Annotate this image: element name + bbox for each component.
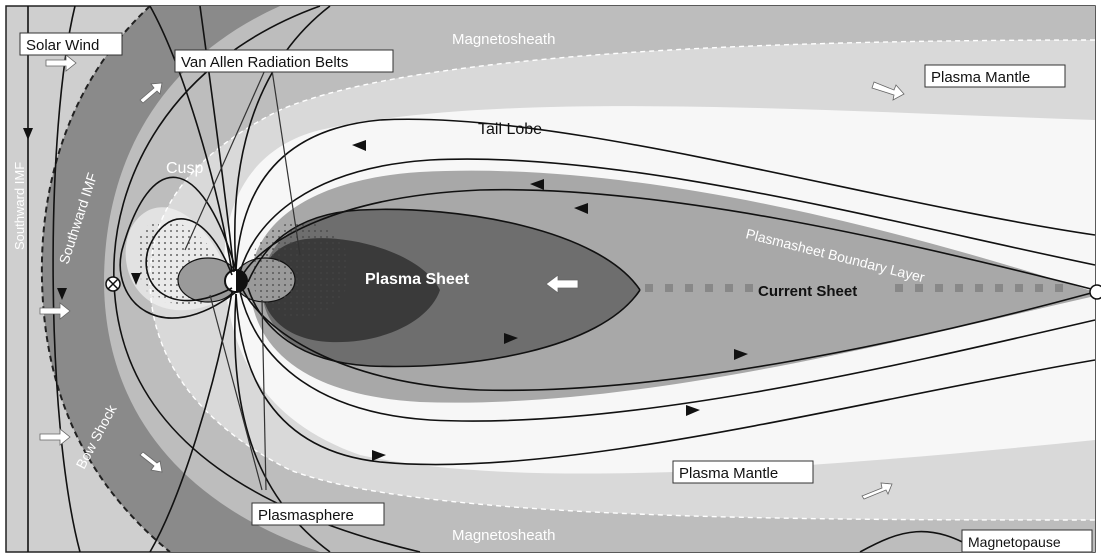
magnetopause-label: Magnetopause bbox=[968, 534, 1061, 550]
current-sheet-label: Current Sheet bbox=[758, 283, 857, 300]
plasma-mantle-bottom-label: Plasma Mantle bbox=[679, 465, 778, 482]
magnetosheath-bottom-label: Magnetosheath bbox=[452, 527, 555, 544]
plasmasphere-label: Plasmasphere bbox=[258, 507, 354, 524]
van-allen-label: Van Allen Radiation Belts bbox=[181, 54, 348, 71]
neutral-point-tail bbox=[1090, 285, 1101, 299]
tail-lobe-label: Tail Lobe bbox=[478, 121, 542, 138]
radiation-belt-right bbox=[250, 222, 350, 318]
southward-imf-left-label: Southward IMF bbox=[12, 162, 27, 250]
magnetosheath-top-label: Magnetosheath bbox=[452, 31, 555, 48]
plasma-mantle-top-label: Plasma Mantle bbox=[931, 69, 1030, 86]
plasma-sheet-label: Plasma Sheet bbox=[365, 271, 470, 288]
solar-wind-label: Solar Wind bbox=[26, 37, 99, 54]
neutral-point-dayside bbox=[106, 277, 120, 291]
cusp-label: Cusp bbox=[166, 160, 203, 177]
